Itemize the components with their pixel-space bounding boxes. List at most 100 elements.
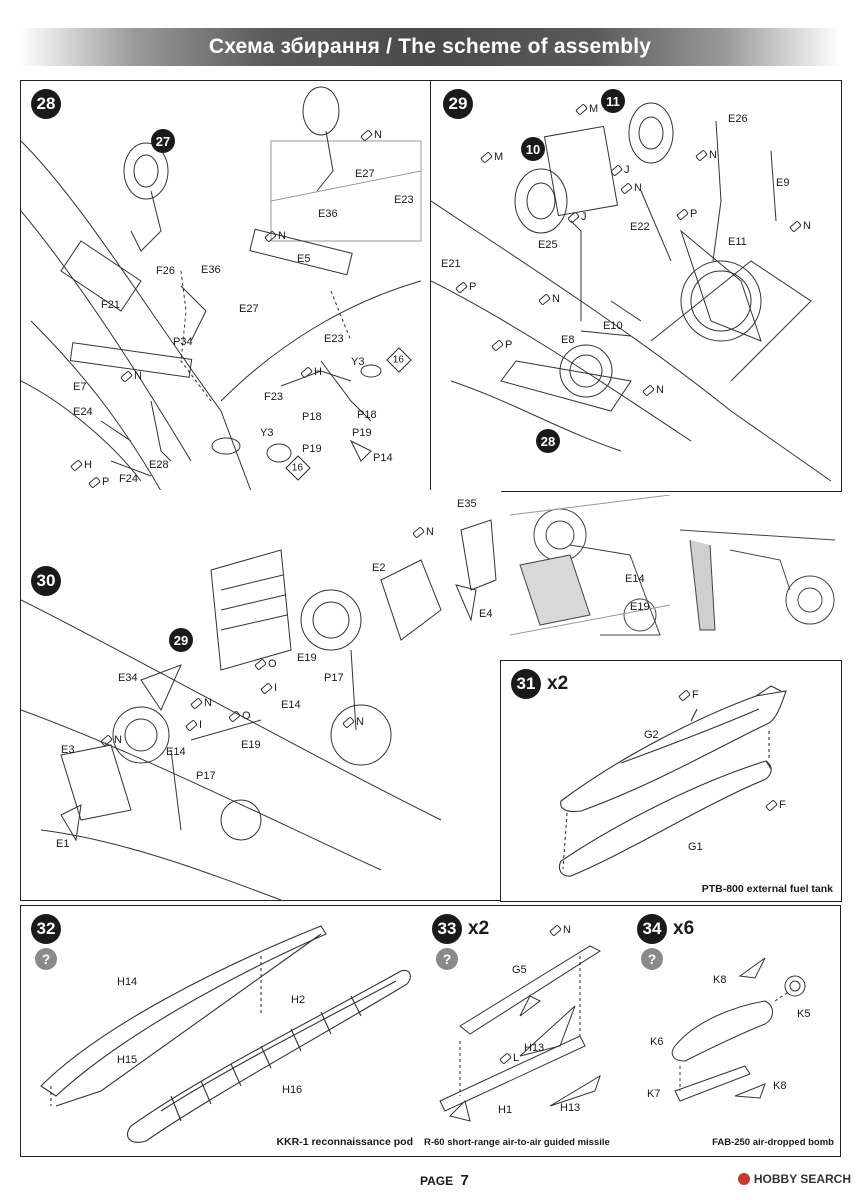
part-label: E11 [728, 236, 747, 248]
step-number-badge: 28 [31, 89, 61, 119]
part-label: K7 [647, 1088, 661, 1100]
part-label: P18 [357, 409, 377, 421]
paint-callout: M [575, 102, 598, 116]
paint-callout: J [567, 210, 587, 224]
part-label: H15 [117, 1054, 138, 1066]
step-caption: PTB-800 external fuel tank [701, 883, 833, 895]
paint-callout: N [264, 229, 286, 243]
paint-brush-icon [567, 210, 580, 224]
page-title: Схема збирання / The scheme of assembly [208, 35, 652, 58]
part-label: E27 [239, 303, 259, 315]
part-label: E36 [201, 264, 221, 276]
paint-callout: N [360, 128, 382, 142]
paint-callout: H [70, 458, 92, 472]
paint-brush-icon [575, 102, 588, 116]
paint-brush-icon [228, 709, 241, 723]
question-mark-icon: ? [35, 948, 57, 970]
panel-step-31: 31 x2 G2 G1 F F PTB-800 external fuel ta… [500, 660, 842, 902]
part-label: K6 [650, 1036, 664, 1048]
part-label: H2 [291, 994, 306, 1006]
paint-callout: O [228, 709, 251, 723]
paint-brush-icon [538, 292, 551, 306]
reference-step-badge: 27 [151, 129, 175, 153]
paint-callout: N [695, 148, 717, 162]
page-number-value: 7 [460, 1172, 469, 1189]
hobby-search-logo-icon [737, 1173, 750, 1185]
part-label: E23 [394, 194, 414, 206]
part-label: G2 [644, 729, 659, 741]
step-number-badge: 33 [432, 914, 462, 944]
paint-callout: M [480, 150, 503, 164]
paint-brush-icon [70, 458, 83, 472]
part-label: E14 [166, 746, 186, 758]
step-number-badge: 34 [637, 914, 667, 944]
detail-inset-left-drawing [510, 495, 670, 636]
page-label: PAGE [420, 1174, 454, 1188]
paint-brush-icon [360, 128, 373, 142]
paint-callout: P [491, 338, 512, 352]
part-label: H14 [117, 976, 138, 988]
step-number-badge: 31 [511, 669, 541, 699]
step-multiplier: x2 [547, 673, 569, 694]
part-label: P17 [196, 770, 216, 782]
part-label: E5 [297, 253, 311, 265]
part-label: F24 [119, 473, 138, 485]
part-label: E8 [561, 334, 575, 346]
reference-step-badge: 28 [536, 429, 560, 453]
paint-callout: N [620, 181, 642, 195]
paint-brush-icon [300, 365, 313, 379]
part-label: E3 [61, 744, 75, 756]
part-label: Y3 [351, 356, 365, 368]
paint-callout: J [610, 163, 630, 177]
detail-inset-right-drawing [680, 529, 835, 631]
part-label: H13 [560, 1102, 581, 1114]
part-label: F23 [264, 391, 283, 403]
part-label: K8 [773, 1080, 787, 1092]
paint-callout: N [538, 292, 560, 306]
part-label: H16 [282, 1084, 303, 1096]
paint-callout: I [260, 681, 277, 695]
reference-step-badge: 10 [521, 137, 545, 161]
step-30-drawing [21, 519, 497, 900]
step-32-drawing [40, 925, 411, 1143]
question-mark-icon: ? [641, 948, 663, 970]
part-label: P17 [324, 672, 344, 684]
paint-callout: F [678, 688, 699, 702]
paint-brush-icon [480, 150, 493, 164]
part-label: P34 [173, 336, 193, 348]
step-28-drawing [21, 86, 422, 491]
paint-brush-icon [185, 718, 198, 732]
paint-callout: H [300, 365, 322, 379]
part-label: E19 [297, 652, 317, 664]
part-label: E24 [73, 406, 93, 418]
step-33-drawing [439, 945, 602, 1122]
part-label: E26 [728, 113, 748, 125]
part-label: E28 [149, 459, 169, 471]
panel-step-34: 34 x6 ? K8 K5 K6 K7 K8 FAB-250 air-dropp… [625, 905, 841, 1157]
part-label: K8 [713, 974, 727, 986]
step-34-drawing [671, 957, 806, 1102]
part-label: E21 [441, 258, 461, 270]
part-label: E10 [603, 320, 623, 332]
paint-callout: N [412, 525, 434, 539]
reference-step-badge: 29 [169, 628, 193, 652]
reference-step-badge: 11 [601, 89, 625, 113]
part-label: E34 [118, 672, 138, 684]
detail-inset-right [680, 520, 835, 645]
step-29-drawing [431, 102, 832, 482]
part-label: E2 [372, 562, 386, 574]
paint-callout: P [455, 280, 476, 294]
part-label: P19 [302, 443, 322, 455]
panel-step-28: 28 27 E5 E36 F26 F21 E27 P34 E23 E7 E24 … [20, 80, 432, 492]
paint-brush-icon [676, 207, 689, 221]
step-multiplier: x2 [468, 918, 490, 939]
part-label: P18 [302, 411, 322, 423]
paint-brush-icon [190, 696, 203, 710]
paint-callout: P [88, 475, 109, 489]
part-label: E14 [281, 699, 301, 711]
part-label: E36 [318, 208, 338, 220]
part-label: F21 [101, 299, 120, 311]
detail-inset-left: E14 E19 [510, 495, 670, 645]
paint-callout: N [190, 696, 212, 710]
paint-brush-icon [455, 280, 468, 294]
